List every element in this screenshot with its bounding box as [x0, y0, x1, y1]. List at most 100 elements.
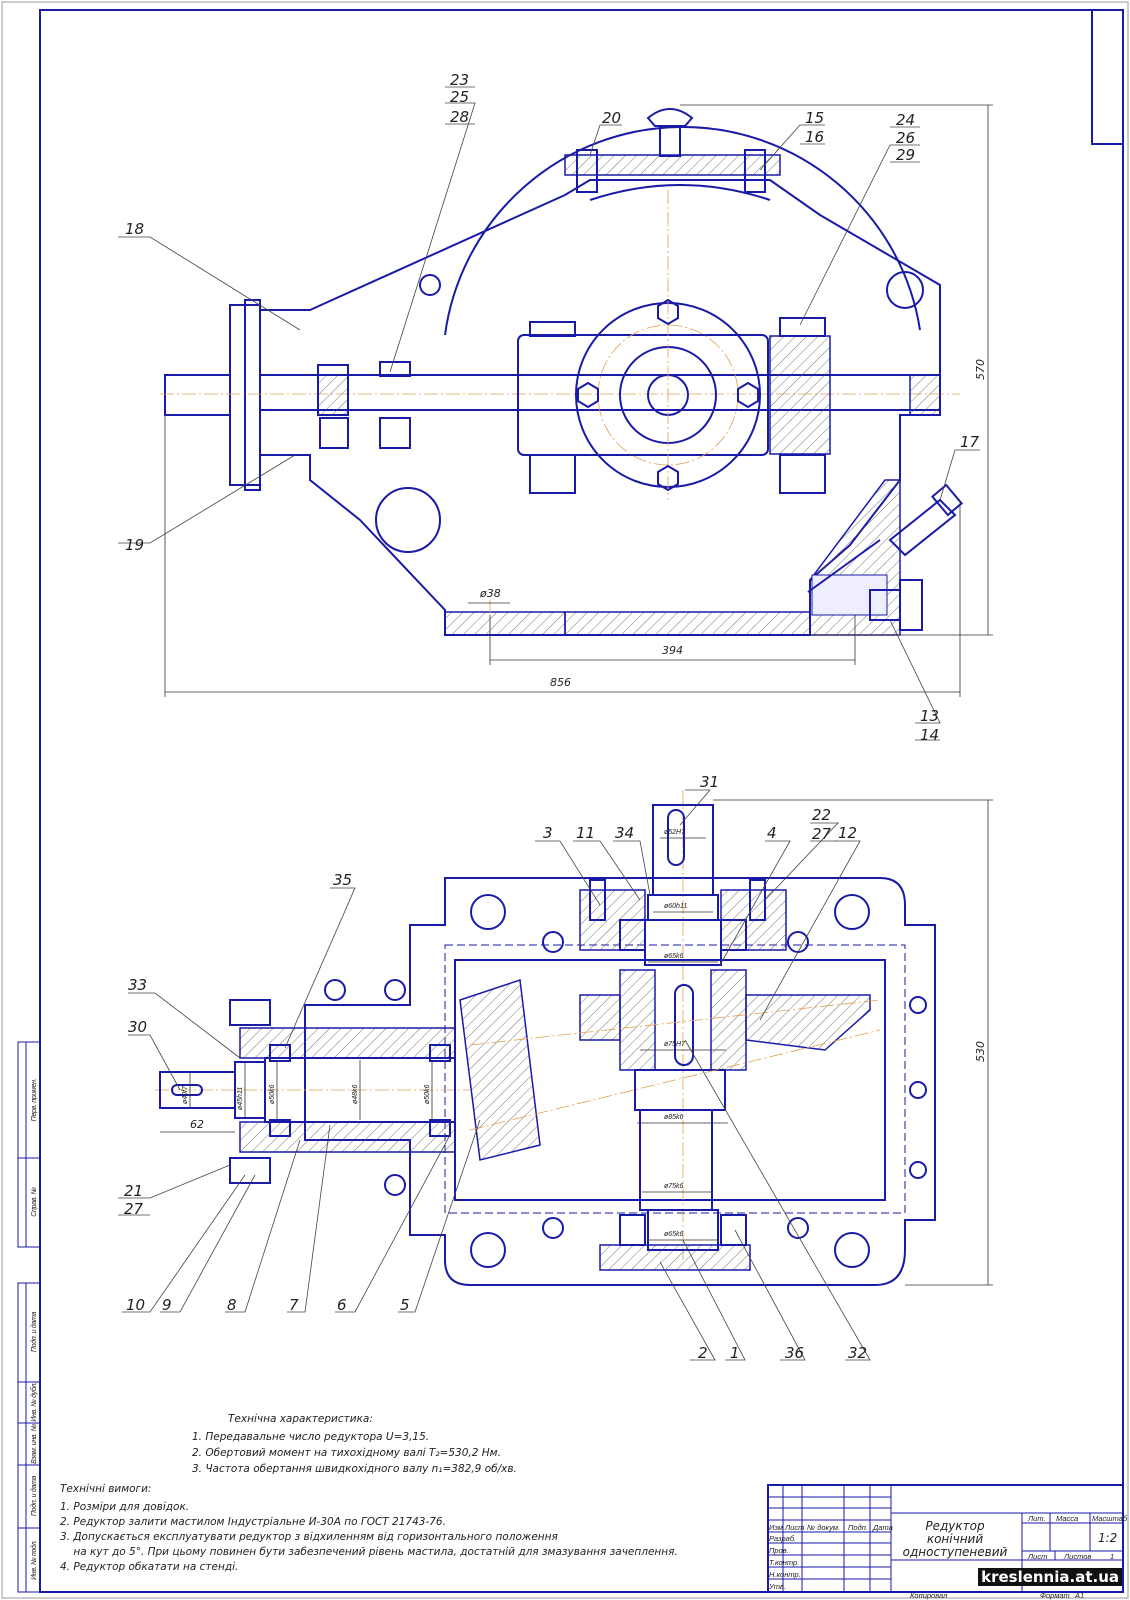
callout-17: 17	[960, 433, 980, 451]
callout-28: 28	[450, 108, 469, 126]
drawing-title: Редуктор	[925, 1519, 985, 1533]
callout-33: 33	[128, 976, 147, 994]
notes-title: Технічні вимоги:	[60, 1483, 151, 1495]
tb-label: Листов	[1063, 1552, 1091, 1561]
note-line: 3. Частота обертання швидкохідного валу …	[192, 1463, 517, 1475]
dimension-label: ø65k6	[664, 953, 684, 960]
plan-section-view: ø52H7 ø60h11 ø65k6 ø75H7 ø85k6 ø75k6 ø65…	[118, 773, 993, 1362]
callout-32: 32	[848, 1344, 867, 1362]
callout-21: 21	[124, 1182, 143, 1200]
tb-label: Утв.	[768, 1582, 786, 1591]
dimension-label: ø40f7	[182, 1085, 189, 1104]
tb-label: Лит.	[1027, 1514, 1046, 1523]
corner-stamp	[1091, 9, 1124, 145]
tb-label: № докум.	[807, 1523, 840, 1532]
tb-label: Пров.	[769, 1546, 789, 1555]
dimension-label: ø45h11	[237, 1087, 244, 1110]
dimension-label: ø52H7	[664, 829, 686, 836]
tb-label: Масштаб	[1092, 1514, 1128, 1523]
note-line: 2. Редуктор залити мастилом Індустріальн…	[60, 1516, 446, 1528]
strip-label: Инв. № подл.	[30, 1540, 38, 1580]
callout-7: 7	[289, 1296, 299, 1314]
callout-22: 22	[812, 806, 831, 824]
callout-23: 23	[450, 71, 469, 89]
callout-30: 30	[128, 1018, 147, 1036]
note-line: 1. Передавальне число редуктора U=3,15.	[192, 1431, 429, 1443]
dimension-label: ø75k6	[664, 1183, 684, 1190]
callout-20: 20	[602, 109, 621, 127]
callout-2: 2	[698, 1344, 708, 1362]
callout-25: 25	[450, 88, 469, 106]
dimension-label: 856	[550, 676, 571, 689]
note-line: 2. Обертовий момент на тихохідному валі …	[192, 1447, 501, 1459]
dimension-label: 530	[974, 1041, 987, 1062]
callout-10: 10	[126, 1296, 145, 1314]
tb-label: 1	[1110, 1552, 1114, 1561]
callout-3: 3	[543, 824, 553, 842]
callout-24: 24	[896, 111, 915, 129]
callout-6: 6	[337, 1296, 347, 1314]
strip-label: Перв. примен.	[31, 1078, 38, 1121]
callout-5: 5	[400, 1296, 410, 1314]
callout-36: 36	[785, 1344, 804, 1362]
callout-1: 1	[730, 1344, 740, 1362]
tb-label: Дата	[872, 1523, 893, 1532]
technical-requirements: Технічні вимоги: 1. Розміри для довідок.…	[60, 1483, 678, 1573]
side-strip: Перв. примен. Справ. № Подп. и дата Инв.…	[17, 1041, 41, 1593]
dimension-label: ø85k6	[664, 1114, 684, 1121]
dimension-label: ø48k6	[352, 1084, 359, 1104]
tb-label: Изм	[769, 1523, 783, 1532]
callout-31: 31	[700, 773, 719, 791]
dimension-label: ø50k6	[269, 1084, 276, 1104]
title-block: Изм Лист № докум. Подп. Дата Разраб. Про…	[767, 1484, 1128, 1600]
tb-label: Лист	[1027, 1552, 1047, 1561]
callout-27: 27	[124, 1200, 144, 1218]
dimension-label: 394	[662, 644, 683, 657]
callout-34: 34	[615, 824, 634, 842]
tb-label: Т.контр.	[769, 1558, 799, 1567]
callout-29: 29	[896, 146, 915, 164]
technical-characteristics: Технічна характеристика: 1. Передавальне…	[192, 1413, 517, 1475]
front-view: ø38 394 856 570 23 25 28 20 15 16 24 26 …	[118, 71, 993, 744]
dimension-label: ø65k6	[664, 1231, 684, 1238]
callout-15: 15	[805, 109, 824, 127]
note-line: 3. Допускається експлуатувати редуктор з…	[60, 1531, 558, 1543]
callout-14: 14	[920, 726, 939, 744]
drawing-frame	[39, 9, 1124, 1593]
tb-label: Подп.	[848, 1523, 868, 1532]
callout-13: 13	[920, 707, 939, 725]
tb-label: Копировал	[910, 1591, 948, 1600]
note-line: 1. Розміри для довідок.	[60, 1501, 189, 1513]
dimension-label: 570	[974, 359, 987, 380]
dimension-label: ø75H7	[664, 1041, 686, 1048]
tb-label: Масса	[1056, 1514, 1078, 1523]
callout-4: 4	[767, 824, 777, 842]
callout-9: 9	[162, 1296, 172, 1314]
callout-16: 16	[805, 128, 824, 146]
note-line: на кут до 5°. При цьому повинен бути заб…	[60, 1546, 678, 1558]
drawing-title: конічний	[927, 1532, 984, 1546]
strip-label: Взам. инв. №	[31, 1423, 38, 1463]
watermark: kreslennia.at.ua	[978, 1568, 1122, 1586]
tb-label: A1	[1074, 1591, 1084, 1600]
drawing-title: одноступеневий	[903, 1545, 1008, 1559]
notes-title: Технічна характеристика:	[228, 1413, 373, 1425]
strip-label: Инв. № дубл.	[30, 1382, 38, 1422]
callout-35: 35	[333, 871, 352, 889]
tb-label: Н.контр.	[769, 1570, 801, 1579]
callout-18: 18	[125, 220, 144, 238]
note-line: 4. Редуктор обкатати на стенді.	[60, 1561, 238, 1573]
tb-label: Разраб.	[769, 1534, 796, 1543]
callout-12: 12	[838, 824, 857, 842]
callout-8: 8	[227, 1296, 237, 1314]
callout-11: 11	[576, 824, 595, 842]
callout-27: 27	[812, 825, 832, 843]
callout-26: 26	[896, 129, 915, 147]
strip-label: Подп. и дата	[30, 1475, 38, 1516]
dimension-label: ø60h11	[664, 903, 687, 910]
dimension-label: ø38	[479, 587, 501, 600]
dimension-label: ø50k6	[424, 1084, 431, 1104]
dimension-label: 62	[190, 1118, 204, 1131]
